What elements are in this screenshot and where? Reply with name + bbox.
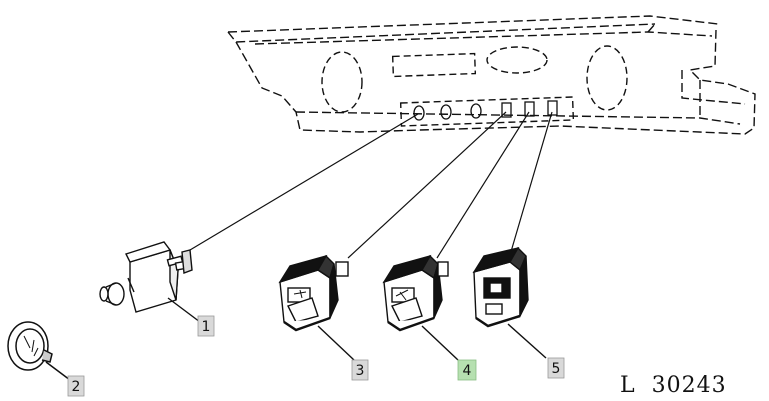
bezel-part-2 bbox=[7, 321, 71, 381]
left-round-opening bbox=[321, 51, 363, 113]
push-pull-switch-part-1 bbox=[99, 241, 201, 323]
callout-box-2 bbox=[67, 375, 85, 397]
leader-line-4 bbox=[436, 111, 530, 259]
panel-openings bbox=[321, 45, 628, 127]
switch-apertures bbox=[413, 100, 558, 121]
callout-5: 5 bbox=[547, 357, 565, 379]
dashboard-panel bbox=[227, 15, 756, 135]
leader-lines bbox=[189, 111, 553, 259]
leader-line-5 bbox=[509, 111, 553, 256]
callout-2: 2 bbox=[67, 375, 85, 397]
callout-label-5: 5 bbox=[552, 361, 561, 377]
callout-3: 3 bbox=[351, 359, 369, 381]
leader-line-3 bbox=[347, 111, 507, 259]
callout-box-1 bbox=[197, 315, 215, 337]
callout-label-2: 2 bbox=[72, 379, 81, 395]
left-rectangular-opening bbox=[391, 52, 477, 78]
callout-box-5 bbox=[547, 357, 565, 379]
rocker-switch-part-3 bbox=[278, 254, 355, 361]
callout-1: 1 bbox=[197, 315, 215, 337]
callout-box-4 bbox=[457, 359, 477, 381]
drawing-reference: L 30243 bbox=[620, 373, 727, 398]
center-oval-opening bbox=[486, 46, 548, 74]
switch-strip-opening bbox=[399, 96, 575, 127]
rocker-switch-part-4 bbox=[382, 254, 459, 361]
callout-label-4: 4 bbox=[463, 363, 472, 379]
callout-box-3 bbox=[351, 359, 369, 381]
rocker-switch-part-5 bbox=[472, 246, 547, 359]
right-round-opening bbox=[586, 45, 628, 111]
callout-4: 4 bbox=[457, 359, 477, 381]
callout-label-1: 1 bbox=[202, 319, 211, 335]
callout-label-3: 3 bbox=[356, 363, 365, 379]
leader-line-1 bbox=[189, 113, 419, 251]
